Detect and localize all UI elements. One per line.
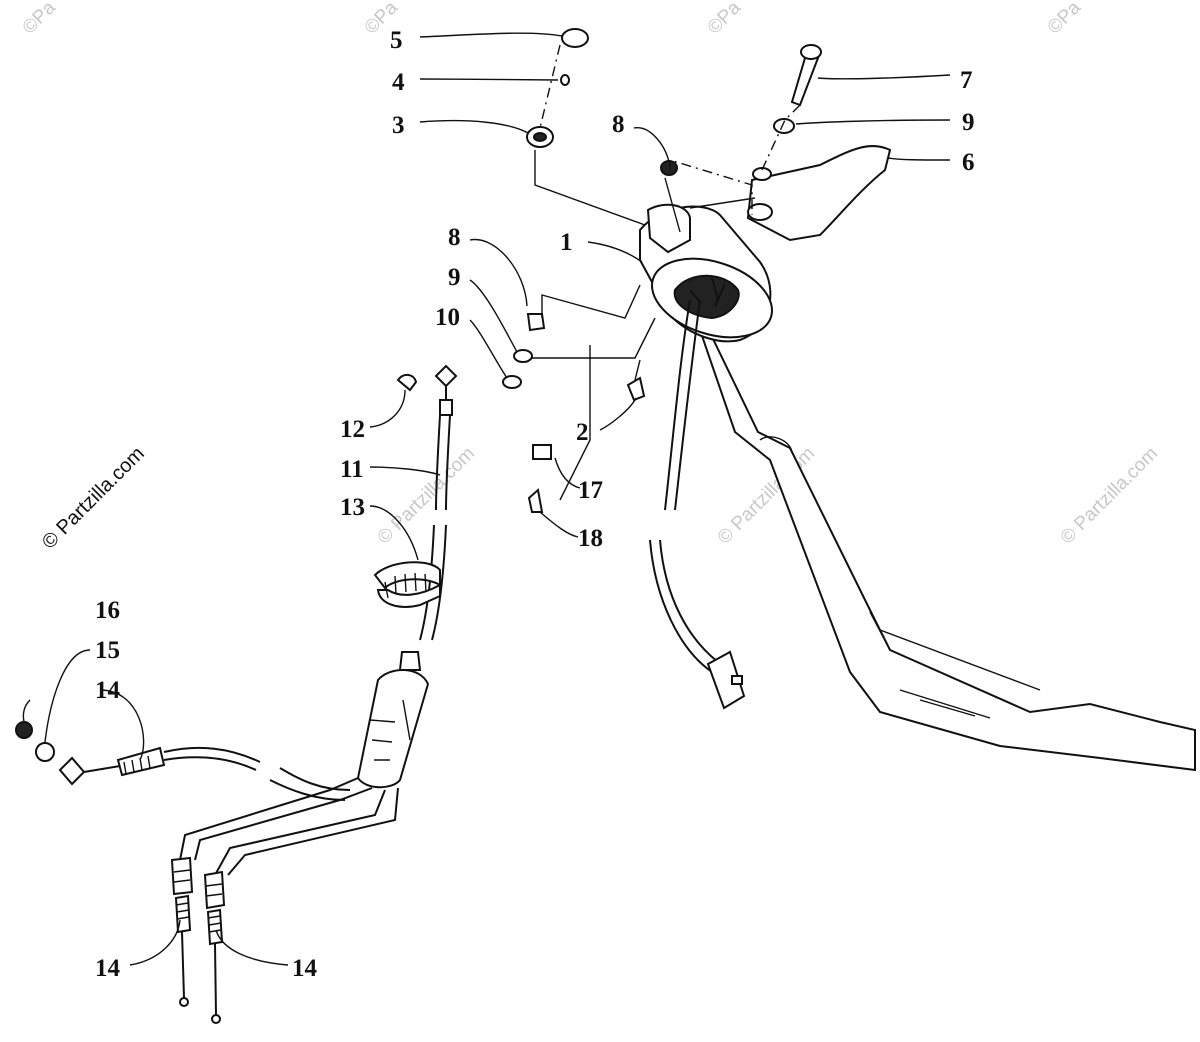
cap-assembly [526, 28, 678, 176]
callout-8-lower: 8 [448, 224, 461, 251]
callout-9-lower: 9 [448, 264, 461, 291]
watermark-left: © Partzilla.com [38, 443, 149, 554]
callout-4: 4 [392, 69, 405, 96]
watermark-corner: ©Pa [19, 0, 60, 39]
hose-clamp [373, 561, 441, 608]
callout-labels: 5 4 3 8 7 9 6 1 8 9 10 2 12 11 17 13 18 … [95, 27, 975, 982]
callout-8-upper: 8 [612, 111, 625, 138]
switch-wiring [649, 299, 746, 710]
callout-17: 17 [578, 477, 603, 504]
watermark-right: © Partzilla.com [1057, 443, 1162, 548]
watermark-corner: ©Pa [1044, 0, 1085, 39]
callout-14-upper: 14 [95, 677, 121, 704]
callout-10: 10 [435, 304, 460, 331]
callout-5: 5 [390, 27, 403, 54]
adjuster-cable-left [15, 649, 261, 786]
callout-12: 12 [340, 416, 365, 443]
callout-1: 1 [560, 229, 573, 256]
callout-18: 18 [578, 525, 603, 552]
callout-11: 11 [340, 456, 364, 483]
callout-9-upper: 9 [962, 109, 975, 136]
handlebar [699, 311, 1196, 772]
callout-15: 15 [95, 637, 120, 664]
callout-6: 6 [962, 149, 975, 176]
throttle-cable [369, 364, 458, 641]
switch-housing [639, 203, 774, 343]
callout-14-lower-right: 14 [292, 955, 318, 982]
small-hardware [502, 313, 646, 513]
cable-ends-lower [129, 856, 289, 1024]
watermark-corner: ©Pa [704, 0, 745, 39]
leader-lines [419, 32, 951, 538]
callout-14-lower-left: 14 [95, 955, 121, 982]
callout-3: 3 [392, 112, 405, 139]
throttle-lever [746, 145, 892, 242]
callout-13: 13 [340, 494, 365, 521]
cable-junction-block [179, 651, 430, 876]
watermarks: ©Pa ©Pa ©Pa ©Pa © Partzilla.com © Partzi… [19, 0, 1162, 554]
bolt-7 [773, 44, 822, 134]
callout-2: 2 [576, 419, 589, 446]
callout-7: 7 [960, 67, 973, 94]
watermark-center-left: © Partzilla.com [374, 443, 479, 548]
callout-16: 16 [95, 597, 120, 624]
